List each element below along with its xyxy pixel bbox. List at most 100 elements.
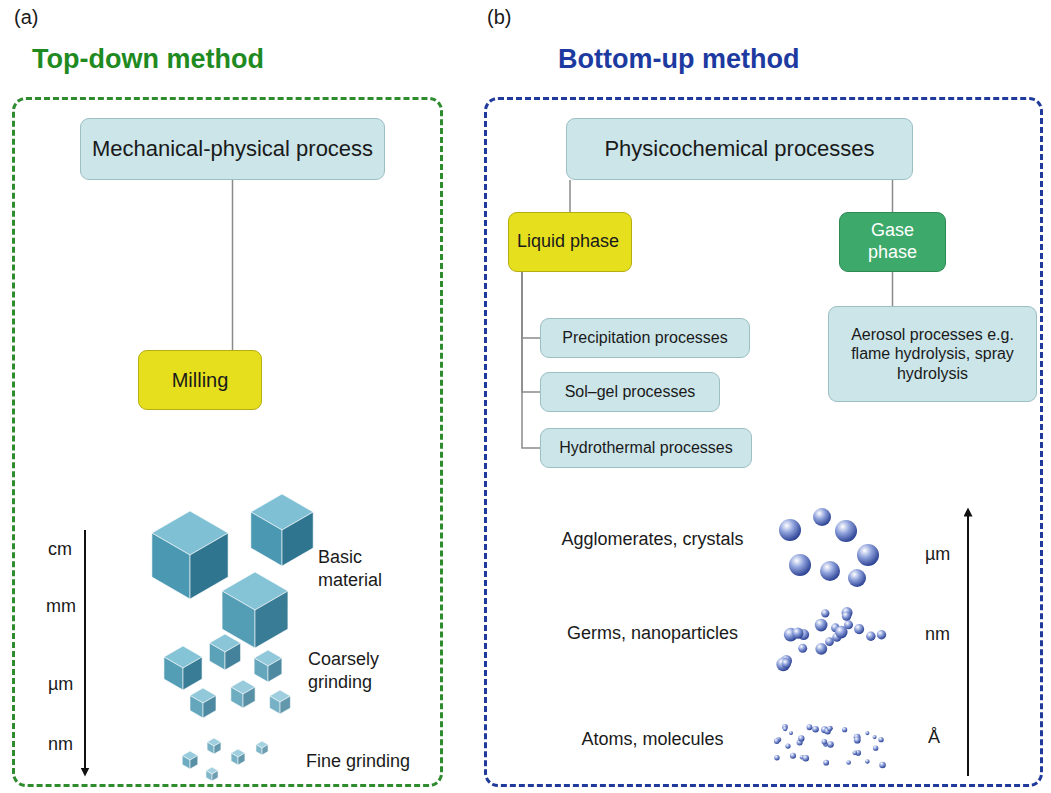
particle xyxy=(783,727,788,732)
particle xyxy=(813,508,831,526)
process-box: Hydrothermal processes xyxy=(540,428,752,468)
particle xyxy=(820,561,840,581)
tree-connector xyxy=(232,180,234,350)
tree-connector xyxy=(522,272,540,448)
particle xyxy=(866,632,875,641)
cube-face xyxy=(231,687,243,708)
particle xyxy=(873,746,878,751)
cube-face xyxy=(225,643,241,670)
cube-face xyxy=(214,742,221,754)
scale-label: cm xyxy=(48,538,72,561)
cube-face xyxy=(238,753,245,765)
scale-label: (b) xyxy=(487,4,511,30)
process-box: Sol–gel processes xyxy=(540,372,720,412)
particle xyxy=(782,659,791,668)
particle xyxy=(812,726,819,733)
particle xyxy=(792,628,803,639)
stage-label: Agglomerates, crystals xyxy=(560,528,745,551)
tree-connector xyxy=(892,272,894,306)
method-region: Top-down methodMechanical-physical proce… xyxy=(12,97,443,787)
cube-face xyxy=(190,533,228,599)
stage-label: Germs, nanoparticles xyxy=(560,622,745,645)
box-text: Aerosol processes e.g. flame hydrolysis,… xyxy=(848,325,1018,383)
particle xyxy=(873,735,877,739)
box-text: Precipitation processes xyxy=(562,328,727,347)
region-heading: Top-down method xyxy=(32,43,264,75)
box-text: Mechanical-physical process xyxy=(92,136,373,162)
sphere-illustration xyxy=(774,508,886,768)
particle xyxy=(877,630,886,639)
cube-face xyxy=(190,696,203,719)
particle xyxy=(776,657,790,671)
cube-face xyxy=(203,696,216,719)
stage-label: Basic material xyxy=(318,546,418,593)
cube-face xyxy=(183,657,202,690)
cube-face xyxy=(280,696,290,714)
particle xyxy=(774,755,779,760)
process-box: Gase phase xyxy=(839,212,946,272)
scale-label: nm xyxy=(925,623,950,646)
particle xyxy=(774,738,780,744)
box-text: Gase phase xyxy=(848,220,937,263)
particle xyxy=(779,519,801,541)
scale-label: mm xyxy=(46,595,76,618)
scale-label: µm xyxy=(48,673,73,696)
particle xyxy=(878,737,883,742)
stage-label: Fine grinding xyxy=(306,750,436,773)
particle xyxy=(854,624,864,634)
process-box: Milling xyxy=(138,350,262,410)
cube-illustration xyxy=(152,494,313,781)
particle xyxy=(807,724,813,730)
particle xyxy=(835,626,848,639)
box-text: Hydrothermal processes xyxy=(559,438,732,457)
particle xyxy=(785,743,790,748)
cube-face xyxy=(190,756,198,770)
particle xyxy=(857,544,879,566)
particle xyxy=(802,755,809,762)
particle xyxy=(865,759,869,763)
particle xyxy=(842,611,851,620)
box-text: Milling xyxy=(172,368,229,392)
box-text: Sol–gel processes xyxy=(565,382,696,401)
process-box: Mechanical-physical process xyxy=(80,118,385,180)
scale-arrow xyxy=(84,530,86,772)
tree-connector xyxy=(892,180,894,212)
cube-face xyxy=(256,745,262,756)
particle xyxy=(827,741,834,748)
tree-connector xyxy=(569,180,571,212)
particle xyxy=(835,520,857,542)
cube-face xyxy=(270,696,280,714)
stage-label: Coarsely grinding xyxy=(308,648,413,695)
cube-face xyxy=(255,591,288,648)
box-text: Physicochemical processes xyxy=(604,136,874,162)
scale-label: Å xyxy=(928,726,940,749)
particle xyxy=(789,731,793,735)
region-heading: Bottom-up method xyxy=(558,43,799,75)
process-box: Precipitation processes xyxy=(540,318,750,358)
particle xyxy=(815,619,828,632)
particle xyxy=(789,554,811,576)
particle xyxy=(848,569,866,587)
particle xyxy=(852,750,857,755)
cube-face xyxy=(251,512,282,566)
stage-label: Atoms, molecules xyxy=(560,728,745,751)
particle xyxy=(846,760,851,765)
particle xyxy=(798,735,804,741)
particle xyxy=(854,737,861,744)
process-box: Liquid phase xyxy=(508,212,632,272)
scale-label: µm xyxy=(925,543,950,566)
process-box: Aerosol processes e.g. flame hydrolysis,… xyxy=(828,306,1037,402)
particle xyxy=(798,644,807,653)
particle xyxy=(828,726,833,731)
particle xyxy=(827,726,832,731)
cube-face xyxy=(206,771,212,782)
process-box: Physicochemical processes xyxy=(566,118,913,180)
cube-face xyxy=(243,687,255,708)
scale-arrow xyxy=(967,512,969,776)
particle xyxy=(879,762,886,769)
particle xyxy=(790,753,796,759)
scale-label: (a) xyxy=(14,4,38,30)
box-text: Liquid phase xyxy=(517,231,619,253)
particle xyxy=(842,727,847,732)
